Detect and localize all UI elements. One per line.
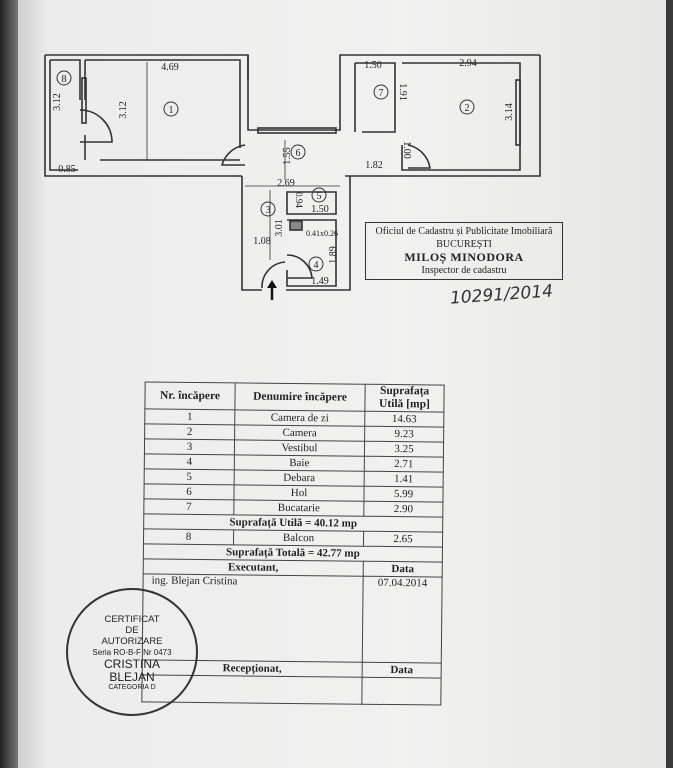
seal-line: AUTORIZARE [101,636,163,647]
room-1-walls [84,59,241,161]
stamp-line: Oficiul de Cadastru și Publicitate Imobi… [375,226,553,237]
dim: 3.12 [52,93,63,111]
cell-name: Debara [234,469,365,487]
cell-area: 1.41 [364,471,444,488]
cell-name: Bucatarie [233,499,364,517]
dim: 2.69 [277,178,295,189]
date-label: Data [362,662,442,679]
cell-name: Baie [234,454,365,472]
cell-nr: 1 [144,408,235,425]
stamp-line: BUCUREȘTI [436,239,492,250]
dim: 1.49 [311,276,329,287]
binder-edge [0,0,18,768]
dim: 1.91 [397,83,408,101]
cell-nr: 4 [144,453,235,470]
cell-area: 9.23 [364,426,444,443]
header-area: Suprafața Utilă [mp] [364,384,445,413]
window [515,79,521,146]
seal-line: Seria RO-B-F Nr 0473 [92,648,172,657]
window [81,77,87,124]
cell-nr: 2 [144,423,235,440]
door [220,144,246,166]
room-number: 8 [62,74,67,85]
seal-line: BLEJAN [109,670,155,684]
dim: 1.50 [364,60,382,71]
room-number: 7 [379,88,384,99]
cell-area: 2.90 [363,501,443,518]
dim: 0.41x0.26 [306,229,338,238]
cell-nr: 6 [143,483,235,500]
dim: 1.55 [282,147,293,165]
stamp-role: Inspector de cadastru [421,265,507,276]
room-5-walls [286,191,337,215]
room-4-walls [286,219,337,287]
floor-plan: 4.69 3.12 3.12 0.85 1.50 2.94 1.91 3.14 … [44,54,541,300]
room-number: 3 [266,205,271,216]
door [407,144,431,169]
wall [247,54,540,131]
room-number: 6 [296,148,301,159]
cell-area: 14.63 [364,411,444,428]
cell-name: Balcon [233,529,364,547]
cell-name: Camera [234,424,365,442]
cell-nr: 3 [144,438,235,455]
seal-line: CATEGORIA D [108,684,156,691]
seal-line: CERTIFICAT [104,614,160,625]
corridor-walls [241,176,351,291]
cell-area: 2.71 [364,456,444,473]
stamp-name: MILOȘ MINODORA [404,250,524,264]
room-8-walls [49,59,81,171]
cell-name: Vestibul [234,439,365,457]
cell-nr: 7 [143,498,234,515]
dim: 3.14 [504,103,515,121]
cell-nr: 5 [144,468,235,485]
wall [44,54,249,177]
door [79,109,113,143]
room-number: 4 [314,260,319,271]
cell-nr: 8 [143,528,234,545]
cell-area: 2.65 [363,531,443,548]
rooms-2-7-walls [345,55,541,177]
dim: 2.94 [459,58,477,69]
executant-date: 07.04.2014 [362,576,443,664]
door [261,261,286,289]
dim: 0.85 [58,164,76,175]
room-number: 2 [465,103,470,114]
dim: 3.01 [274,219,285,237]
dim: 1.00 [401,141,412,159]
cell-area: 5.99 [363,486,444,503]
duct [289,220,303,231]
dim: 1.08 [253,236,271,247]
cell-name: Hol [233,484,365,502]
cell-name: Camera de zi [234,409,365,427]
dim: 0.94 [294,192,304,208]
authorization-seal: CERTIFICAT DE AUTORIZARE Seria RO-B-F Nr… [66,588,198,716]
dim: 1.82 [365,160,383,171]
seal-line: DE [125,625,139,636]
dim: 1.50 [311,204,329,215]
dim: 3.12 [118,101,129,119]
header-nr: Nr. încăpere [144,381,236,410]
door [286,254,313,279]
header-name: Denumire încăpere [234,382,366,412]
room-number: 5 [317,191,322,202]
room-number: 1 [169,105,174,116]
dim: 1.89 [328,246,339,264]
dim: 4.69 [161,62,179,73]
date-label: Data [363,561,443,578]
cell-area: 3.25 [364,441,444,458]
seal-line: CRISTINA [103,657,160,671]
window [257,127,337,134]
cadastre-stamp: Oficiul de Cadastru și Publicitate Imobi… [365,222,563,280]
